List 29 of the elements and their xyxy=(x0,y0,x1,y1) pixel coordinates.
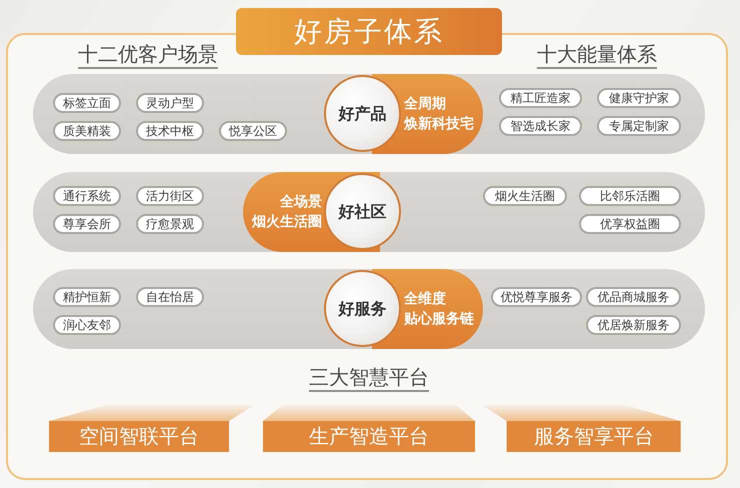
tag-pill: 灵动户型 xyxy=(136,93,204,113)
title-banner: 好房子体系 xyxy=(236,8,502,55)
tag-pill: 尊享会所 xyxy=(53,214,121,234)
tag-pill: 专属定制家 xyxy=(597,116,681,136)
tag-pill: 标签立面 xyxy=(53,93,121,113)
tag-pill: 健康守护家 xyxy=(597,88,681,108)
tag-pill: 润心友邻 xyxy=(53,315,121,335)
tag-pill: 自在怡居 xyxy=(136,287,204,307)
tag-pill: 活力街区 xyxy=(136,186,204,206)
tag-pill: 疗愈景观 xyxy=(136,214,204,234)
tag-pill: 比邻乐活圈 xyxy=(579,186,681,206)
category-circle: 好服务 xyxy=(324,270,401,347)
tag-pill: 优享权益圈 xyxy=(579,214,681,234)
tag-pill: 优品商城服务 xyxy=(586,287,681,307)
section-heading: 十二优客户场景 xyxy=(78,42,218,69)
tag-pill: 智选成长家 xyxy=(499,116,582,136)
tag-pill: 精工匠造家 xyxy=(499,88,582,108)
tag-pill: 优居焕新服务 xyxy=(586,315,681,335)
tag-pill: 烟火生活圈 xyxy=(483,186,567,206)
tag-pill: 悦享公区 xyxy=(219,121,287,141)
tag-pill: 通行系统 xyxy=(53,186,121,206)
section-heading: 十大能量体系 xyxy=(537,42,657,69)
frame-panel xyxy=(6,8,728,480)
tag-pill: 技术中枢 xyxy=(136,121,204,141)
category-circle: 好产品 xyxy=(324,75,401,152)
tag-pill: 质美精装 xyxy=(53,121,121,141)
tag-pill: 精护恒新 xyxy=(53,287,121,307)
tag-pill: 优悦尊享服务 xyxy=(491,287,582,307)
section-heading: 三大智慧平台 xyxy=(309,365,429,392)
